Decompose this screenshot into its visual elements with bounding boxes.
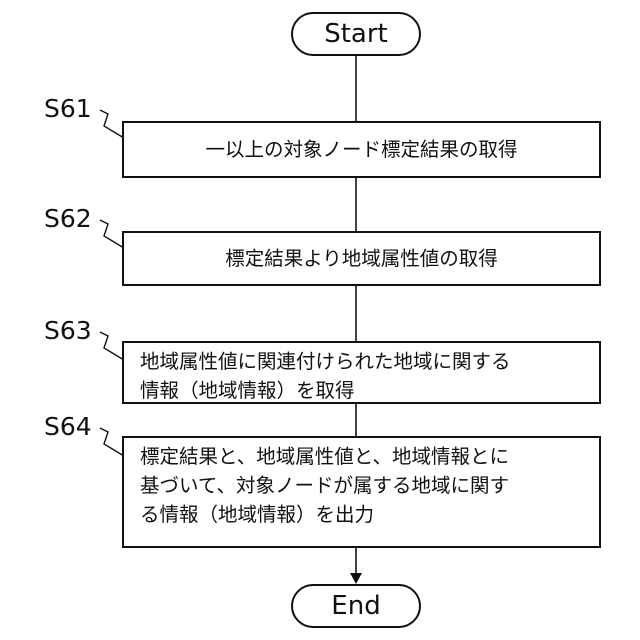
step-id-s61: S61 [44, 94, 92, 123]
leader-s63 [100, 332, 124, 360]
step-id-s62: S62 [44, 204, 92, 233]
step-s64-box: 標定結果と、地域属性値と、地域情報とに 基づいて、対象ノードが属する地域に関す … [122, 436, 601, 548]
step-s64-text: 標定結果と、地域属性値と、地域情報とに 基づいて、対象ノードが属する地域に関す … [140, 442, 599, 529]
step-s63-box: 地域属性値に関連付けられた地域に関する 情報（地域情報）を取得 [122, 341, 601, 404]
step-s62-box: 標定結果より地域属性値の取得 [122, 231, 601, 286]
step-id-s63: S63 [44, 316, 92, 345]
step-s63-text: 地域属性値に関連付けられた地域に関する 情報（地域情報）を取得 [140, 347, 599, 405]
leader-s61 [100, 110, 124, 138]
step-id-s64: S64 [44, 412, 92, 441]
start-terminal: Start [291, 12, 421, 56]
step-s62-text: 標定結果より地域属性値の取得 [225, 244, 498, 273]
end-label: End [331, 591, 380, 621]
end-terminal: End [291, 584, 421, 628]
leader-s64 [100, 428, 124, 456]
step-s61-box: 一以上の対象ノード標定結果の取得 [122, 121, 601, 178]
start-label: Start [324, 19, 388, 49]
arrowhead-end [350, 573, 362, 584]
step-s61-text: 一以上の対象ノード標定結果の取得 [205, 135, 517, 164]
leader-s62 [100, 220, 124, 248]
